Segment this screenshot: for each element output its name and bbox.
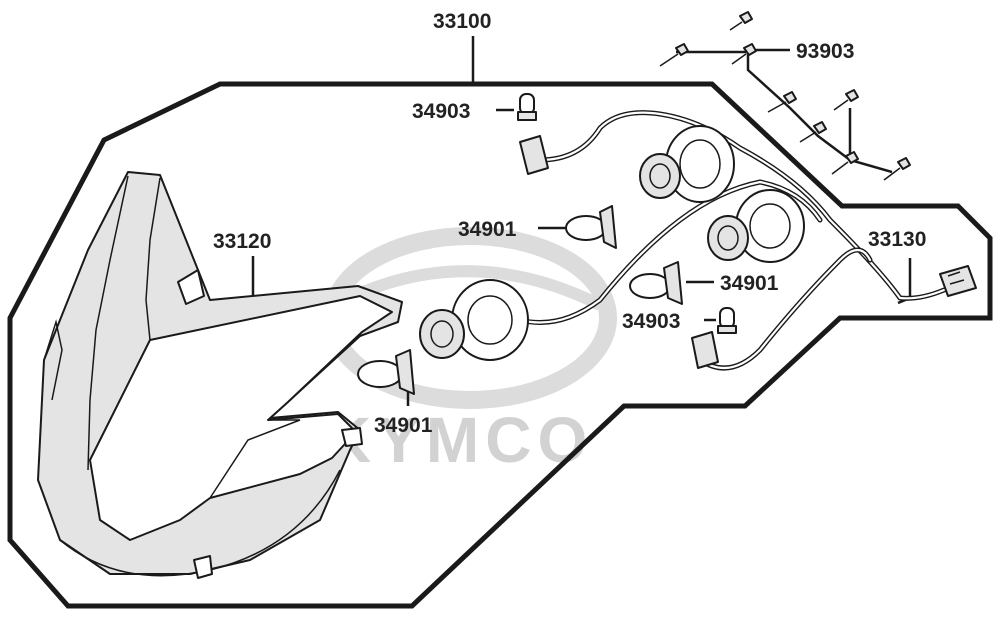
bulb-34903-top bbox=[517, 93, 537, 121]
screws-93903 bbox=[659, 11, 911, 181]
screw-icon bbox=[659, 43, 689, 67]
harness-connector bbox=[939, 265, 977, 297]
bulb-34901-bottom bbox=[357, 349, 415, 395]
housing-crease bbox=[209, 419, 301, 499]
bulb-34901-right bbox=[629, 261, 683, 305]
label-34903-right: 34903 bbox=[622, 310, 680, 333]
housing-tab-bottom bbox=[193, 555, 213, 579]
housing-main-face bbox=[89, 295, 393, 541]
screw-icon bbox=[729, 11, 753, 31]
reflector-socket-right bbox=[707, 189, 805, 263]
label-34901-right: 34901 bbox=[720, 272, 779, 295]
bulb-34903-right bbox=[717, 307, 737, 334]
screw-icon bbox=[833, 89, 859, 111]
label-93903: 93903 bbox=[796, 40, 854, 63]
assembly-frame bbox=[7, 81, 993, 609]
watermark-text: KYMCO bbox=[325, 404, 593, 476]
label-34903-top: 34903 bbox=[412, 100, 470, 123]
harness-socket-top bbox=[519, 135, 549, 175]
screw-icon bbox=[831, 151, 859, 175]
screw-icon bbox=[799, 121, 827, 143]
wiring-harness bbox=[517, 110, 977, 371]
screw-icon bbox=[883, 157, 911, 181]
harness-socket-right bbox=[691, 331, 719, 369]
label-33130: 33130 bbox=[868, 228, 926, 251]
housing-tab-left bbox=[177, 269, 205, 305]
watermark-ring-swoosh bbox=[342, 265, 603, 311]
screw-icon bbox=[731, 43, 757, 65]
housing-rim-line bbox=[87, 175, 129, 471]
label-33100: 33100 bbox=[433, 10, 491, 33]
label-34901-bottom: 34901 bbox=[374, 414, 433, 437]
headlight-lens-housing bbox=[37, 171, 403, 579]
screw-icon bbox=[767, 91, 797, 113]
housing-side-edge bbox=[43, 319, 63, 401]
reflector-socket-left bbox=[419, 279, 529, 361]
label-33120: 33120 bbox=[213, 230, 271, 253]
housing-tab-right bbox=[341, 427, 363, 447]
label-34901-center: 34901 bbox=[458, 218, 517, 241]
bulb-34901-center bbox=[565, 205, 617, 249]
housing-inner-line bbox=[145, 177, 161, 341]
kymco-watermark: KYMCO bbox=[323, 227, 617, 476]
reflector-socket-upper bbox=[639, 125, 735, 203]
